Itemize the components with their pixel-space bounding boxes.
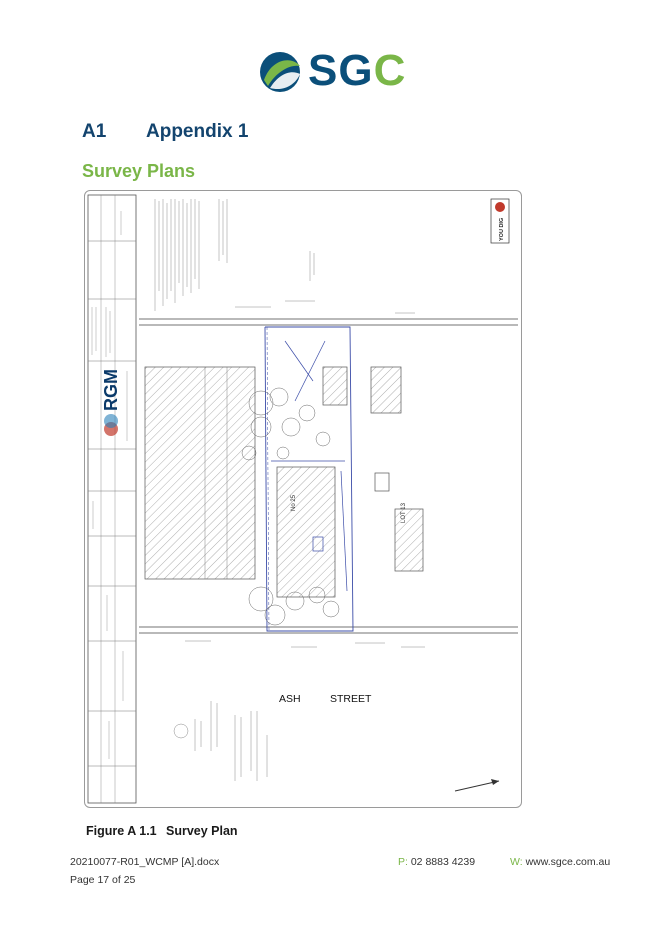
footer-phone: P: 02 8883 4239 [398, 856, 475, 868]
street-label-street: STREET [330, 693, 372, 705]
figure-title: Survey Plan [166, 824, 238, 838]
footer-web-label: W: [510, 856, 523, 868]
label-no25: No 25 [291, 494, 297, 511]
sgc-logo-mark-icon [260, 52, 300, 92]
before-you-dig-badge: YOU DIG [490, 198, 510, 244]
street-label-ash: ASH [279, 693, 301, 705]
sgc-logo: SGC [258, 44, 418, 100]
footer-web: W: www.sgce.com.au [510, 856, 610, 868]
building-right-lower [394, 508, 424, 572]
building-right-mid [374, 472, 390, 492]
appendix-number: A1 [82, 121, 107, 142]
title-block [87, 194, 137, 804]
appendix-title: Appendix 1 [146, 121, 249, 142]
building-main [276, 466, 336, 598]
label-lot13: LOT 13 [401, 502, 407, 523]
footer-phone-label: P: [398, 856, 408, 868]
north-arrow-icon [454, 779, 500, 792]
footer-web-url[interactable]: www.sgce.com.au [525, 856, 611, 868]
footer-doc-ref: 20210077-R01_WCMP [A].docx [70, 856, 220, 868]
dig-badge-text: YOU DIG [499, 218, 505, 241]
section-subheading: Survey Plans [82, 161, 196, 181]
rgm-logo-text: RGM [101, 369, 121, 411]
building-left [144, 366, 256, 580]
building-far-right [370, 366, 402, 414]
figure-number: Figure A 1.1 [86, 824, 157, 838]
sgc-logo-text: SGC [308, 46, 407, 95]
plan-legend [173, 701, 268, 781]
footer-page-number: Page 17 of 25 [70, 874, 136, 886]
building-right-top [322, 366, 348, 406]
survey-plan-svg: RGM YOU DIG [87, 194, 518, 804]
footer-phone-number: 02 8883 4239 [410, 856, 476, 868]
rgm-logo: RGM [101, 369, 121, 436]
survey-plan-drawing: RGM YOU DIG [84, 190, 522, 808]
